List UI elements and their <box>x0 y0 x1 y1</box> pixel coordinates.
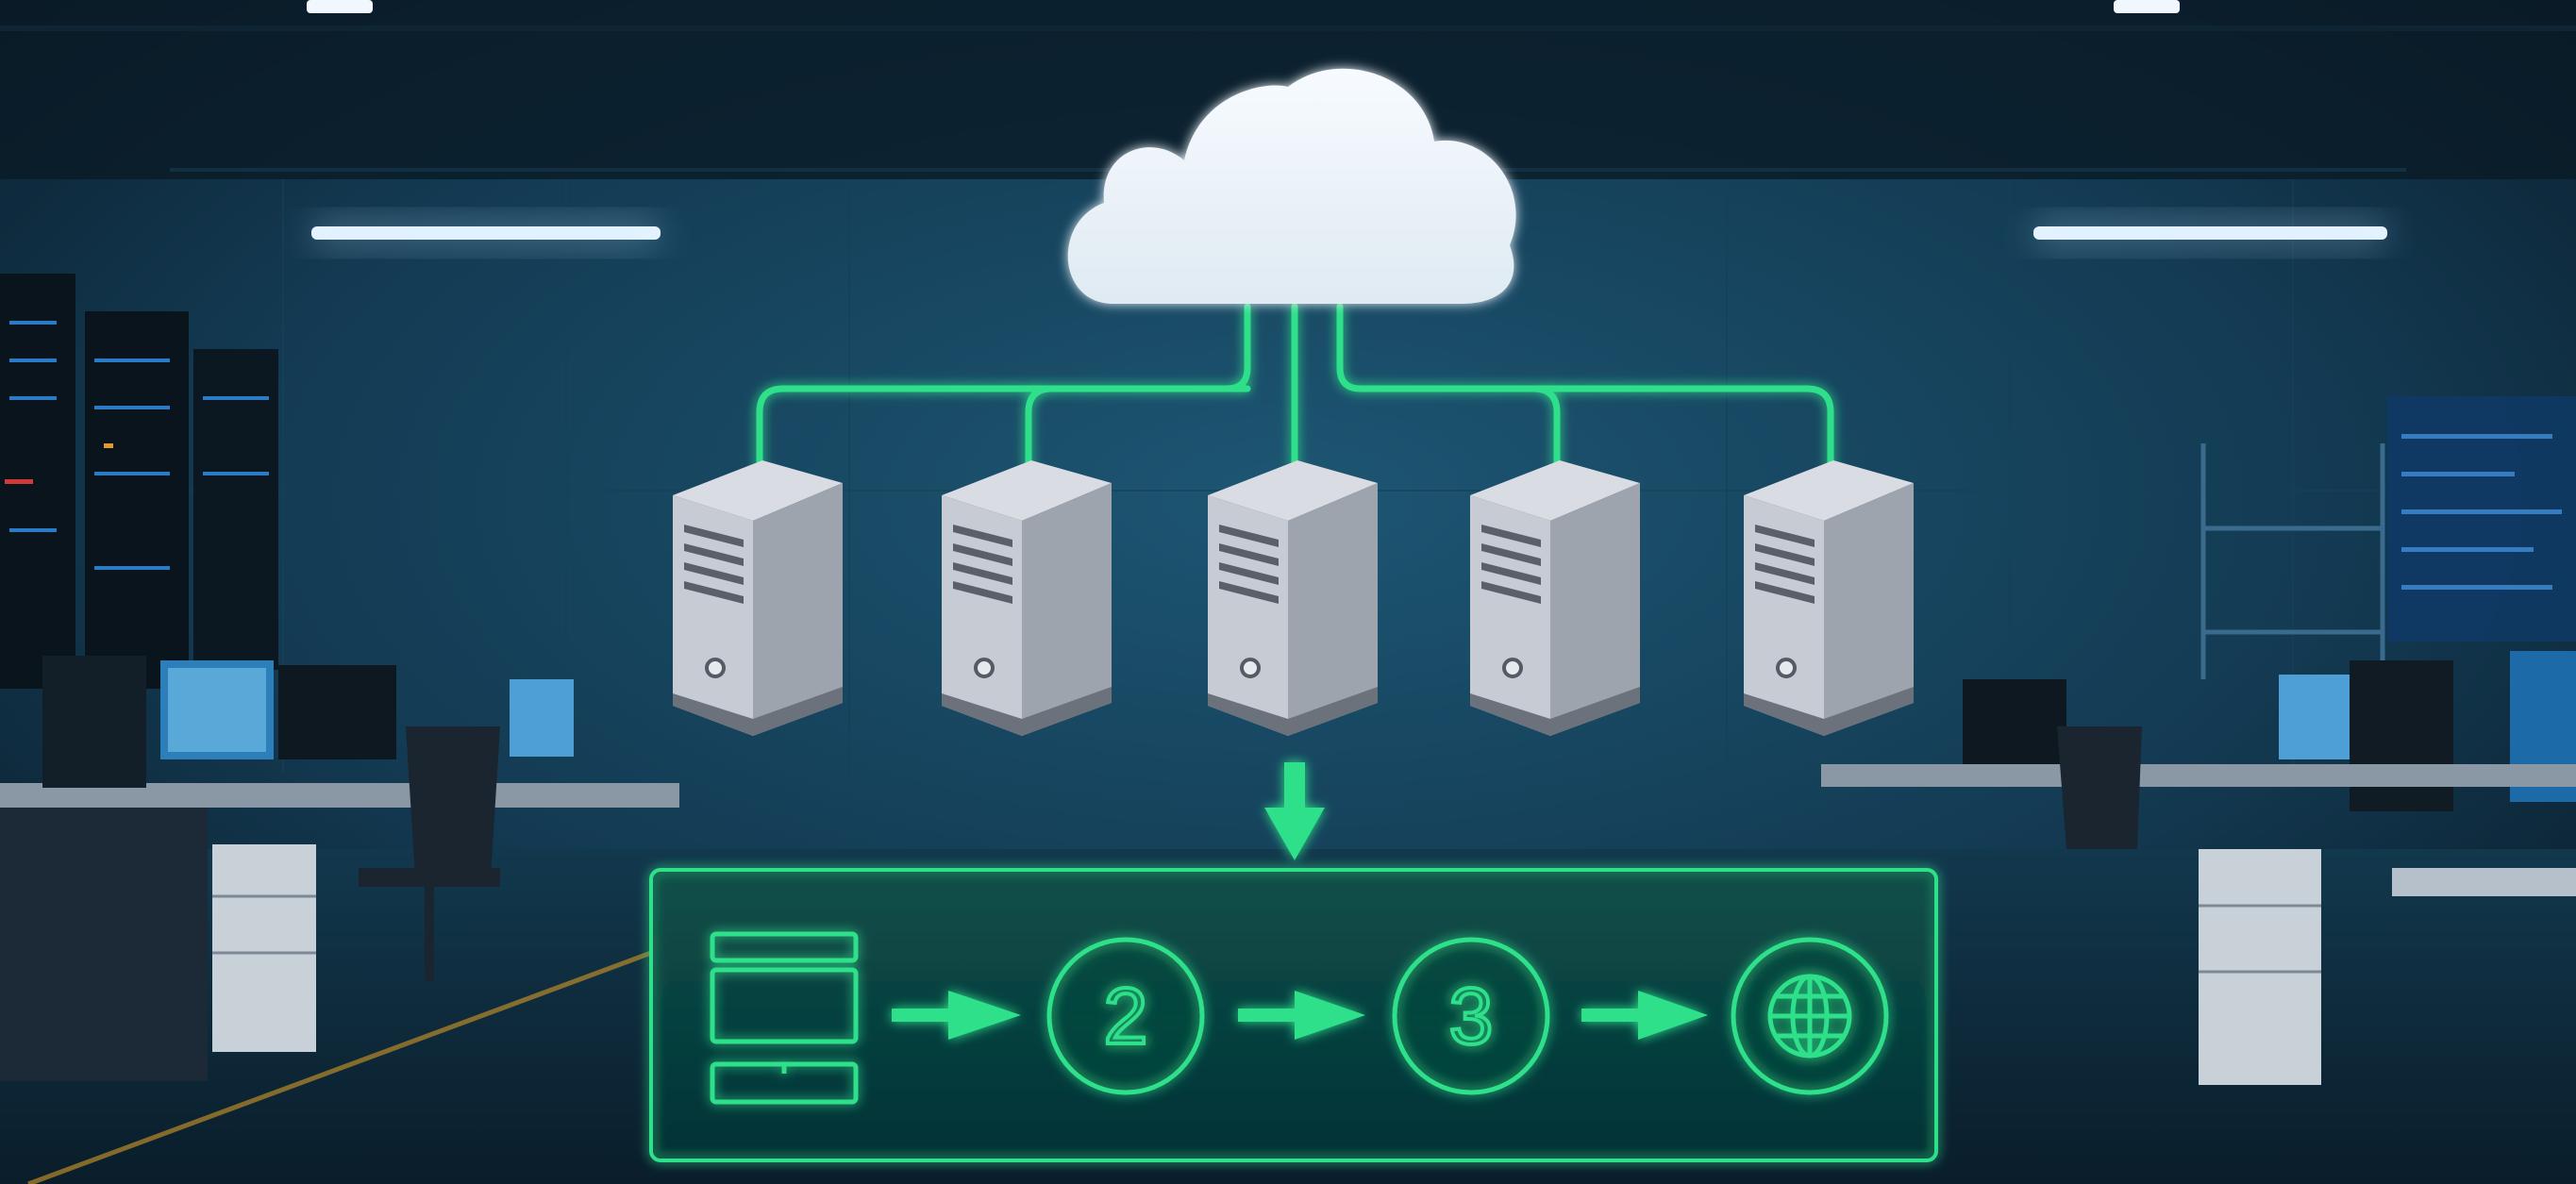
power-button-icon <box>974 658 995 678</box>
globe-icon <box>1731 937 1889 1095</box>
arrow-right-icon <box>892 991 1021 1040</box>
ceiling-light <box>2033 217 2387 249</box>
server-tower-icon <box>1744 460 1914 736</box>
server-tower-icon <box>1208 460 1378 736</box>
cloud-icon <box>1067 68 1516 304</box>
server-tower-icon <box>942 460 1112 736</box>
power-button-icon <box>1502 658 1523 678</box>
step-2-circle: 2 <box>1046 937 1205 1095</box>
server-rack-left <box>0 274 278 689</box>
power-button-icon <box>1776 658 1797 678</box>
office-right <box>1821 396 2576 1085</box>
server-tower-icon <box>1470 460 1640 736</box>
arrow-down-icon <box>1264 762 1325 860</box>
arrow-right-icon <box>1581 991 1708 1040</box>
arrow-right-icon <box>1238 991 1365 1040</box>
servers-row <box>673 460 1914 736</box>
step-3-label: 3 <box>1449 972 1494 1060</box>
ceiling-light <box>311 217 661 249</box>
connection-lines <box>756 303 1834 471</box>
layout-icon <box>710 931 859 1105</box>
office-desks-left <box>0 656 679 1081</box>
power-button-icon <box>1240 658 1261 678</box>
step-3-circle: 3 <box>1392 937 1550 1095</box>
power-button-icon <box>705 658 726 678</box>
step-2-label: 2 <box>1104 972 1148 1060</box>
pipeline-panel: 2 3 <box>649 868 1938 1162</box>
server-tower-icon <box>673 460 843 736</box>
